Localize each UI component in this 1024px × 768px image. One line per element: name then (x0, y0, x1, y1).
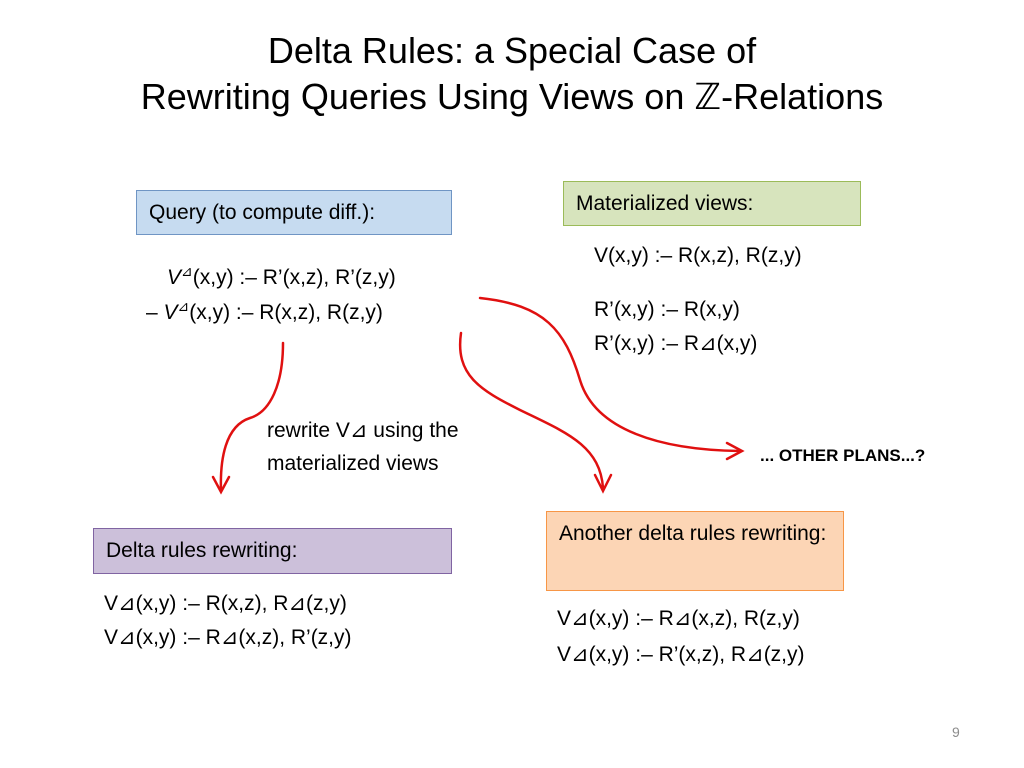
arrow-to-delta-rewriting (219, 341, 285, 492)
view-rule-1: V(x,y) :– R(x,z), R(z,y) (594, 244, 802, 267)
arrow-to-another-rewriting (458, 331, 605, 490)
delta-rule-1: V⊿(x,y) :– R(x,z), R⊿(z,y) (104, 592, 347, 615)
arrow-to-delta-rewriting-head (211, 475, 231, 495)
view-rule-3: R’(x,y) :– R⊿(x,y) (594, 332, 758, 355)
query-rule-1: V⊿(x,y) :– R’(x,z), R’(z,y) (167, 255, 396, 294)
delta-symbol: ⊿ (181, 263, 193, 279)
another-rule-1: V⊿(x,y) :– R⊿(x,z), R(z,y) (557, 607, 800, 630)
query-box: Query (to compute diff.): (136, 190, 452, 235)
rewrite-note-line-1: rewrite V⊿ using the (267, 419, 459, 442)
arrow-to-another-rewriting-head (593, 473, 613, 494)
arrow-to-other-plans-head (725, 441, 745, 461)
query-rule-2-body: (x,y) :– R(x,z), R(z,y) (189, 301, 383, 324)
another-delta-rules-box: Another delta rules rewriting: (546, 511, 844, 591)
another-rule-2: V⊿(x,y) :– R’(x,z), R⊿(z,y) (557, 643, 805, 666)
delta-rules-box: Delta rules rewriting: (93, 528, 452, 574)
page-number: 9 (952, 724, 960, 740)
materialized-views-box: Materialized views: (563, 181, 861, 226)
delta-rule-2: V⊿(x,y) :– R⊿(x,z), R’(z,y) (104, 626, 352, 649)
query-rule-2: – V⊿(x,y) :– R(x,z), R(z,y) (146, 290, 383, 329)
rewrite-note-line-2: materialized views (267, 452, 439, 475)
query-rule-1-head: V (167, 266, 182, 289)
query-rule-1-body: (x,y) :– R’(x,z), R’(z,y) (192, 266, 396, 289)
query-rule-2-prefix: – (146, 301, 164, 324)
title-line-1: Delta Rules: a Special Case of (267, 30, 757, 71)
delta-symbol: ⊿ (177, 298, 190, 314)
title-line-2: Rewriting Queries Using Views on ℤ-Relat… (140, 76, 884, 117)
arrow-to-other-plans (478, 296, 742, 453)
slide-title: Delta Rules: a Special Case of Rewriting… (0, 28, 1024, 120)
other-plans-label: ... OTHER PLANS...? (760, 446, 926, 465)
query-rule-2-head: V (163, 301, 178, 324)
view-rule-2: R’(x,y) :– R(x,y) (594, 298, 740, 321)
rewrite-note: rewrite V⊿ using the materialized views (267, 414, 459, 480)
